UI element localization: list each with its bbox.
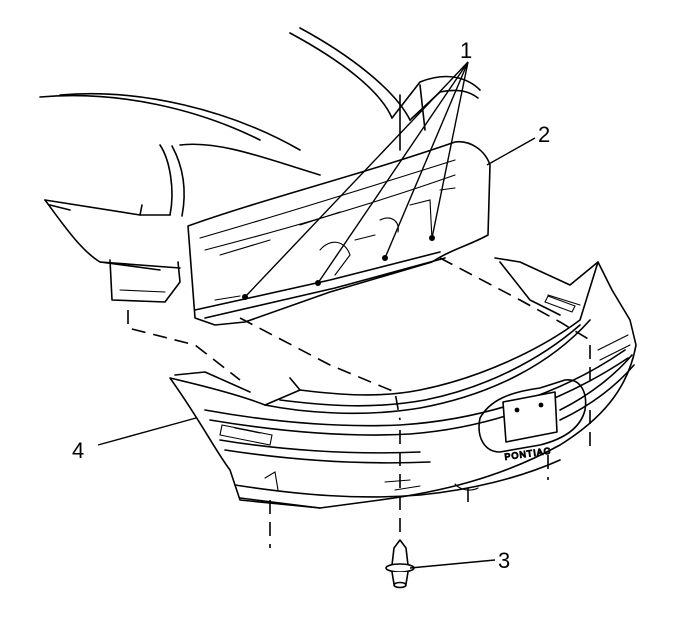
leader-lines xyxy=(97,61,536,569)
license-plate xyxy=(502,391,558,443)
callout-4: 4 xyxy=(72,438,84,463)
callout-3: 3 xyxy=(498,548,510,573)
callout-2: 2 xyxy=(538,122,550,147)
callout-1: 1 xyxy=(460,38,472,63)
alignment-lines xyxy=(127,257,591,548)
push-pin-retainer xyxy=(385,539,415,589)
bumper-fascia: PONTIAC xyxy=(169,257,637,509)
energy-absorber xyxy=(187,140,491,326)
